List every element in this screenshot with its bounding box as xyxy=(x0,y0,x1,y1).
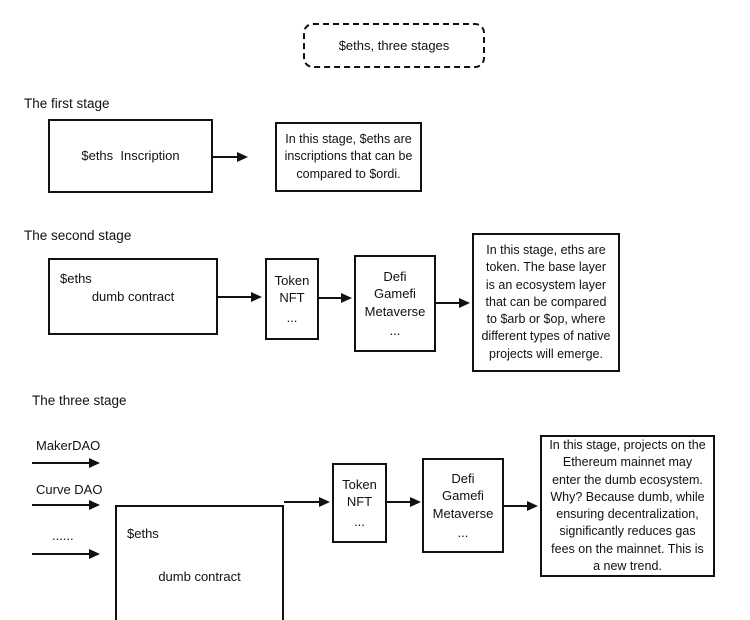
stage3-defi-ellipsis: ... xyxy=(457,524,469,540)
stage2-defi-box: Defi Gamefi Metaverse ... xyxy=(354,255,436,352)
stage2-arrow2-icon xyxy=(319,297,341,299)
stage2-description-box: In this stage, eths are token. The base … xyxy=(472,233,620,372)
stage1-description: In this stage, $eths are inscriptions th… xyxy=(284,132,413,181)
stage3-token-line2: NFT xyxy=(346,494,373,510)
stage3-arrow2-icon xyxy=(387,501,410,503)
stage3-defi-line1: Defi xyxy=(451,471,475,487)
stage3-heading: The three stage xyxy=(32,393,127,408)
stage3-main-box-label: dumb contract xyxy=(158,569,241,585)
stage3-input-curvedao: Curve DAO xyxy=(36,482,103,497)
stage2-defi-line1: Defi xyxy=(383,269,407,285)
stage2-defi-ellipsis: ... xyxy=(389,322,401,338)
stage1-main-box-label: $eths Inscription xyxy=(81,148,180,164)
stage1-description-box: In this stage, $eths are inscriptions th… xyxy=(275,122,422,192)
stage3-arrow1-icon xyxy=(284,501,319,503)
stage3-token-box-label: Token NFT ... xyxy=(342,476,377,529)
stage3-input-arrow3-icon xyxy=(32,553,89,555)
stage3-arrow3-icon xyxy=(504,505,527,507)
diagram-title: $eths, three stages xyxy=(338,37,450,53)
stage3-input-arrow2-icon xyxy=(32,504,89,506)
stage2-arrow1-icon xyxy=(218,296,251,298)
stage2-arrow3-icon xyxy=(436,302,459,304)
stage3-input-makerdao: MakerDAO xyxy=(36,438,101,453)
stage3-defi-box: Defi Gamefi Metaverse ... xyxy=(422,458,504,553)
stage3-token-box: Token NFT ... xyxy=(332,463,387,543)
stage2-token-line1: Token xyxy=(274,273,310,289)
stage3-token-ellipsis: ... xyxy=(354,513,365,529)
stage3-defi-line3: Metaverse xyxy=(432,505,494,521)
stage2-defi-line2: Gamefi xyxy=(374,286,416,302)
stage3-defi-line2: Gamefi xyxy=(442,488,484,504)
stage2-defi-box-label: Defi Gamefi Metaverse ... xyxy=(365,268,426,339)
stage3-token-line1: Token xyxy=(342,477,377,493)
stage2-description: In this stage, eths are token. The base … xyxy=(481,243,611,361)
stage3-defi-box-label: Defi Gamefi Metaverse ... xyxy=(433,470,494,541)
stage3-main-box: $eths dumb contract xyxy=(115,505,284,620)
stage2-token-line2: NFT xyxy=(279,290,305,306)
stage3-description: In this stage, projects on the Ethereum … xyxy=(549,438,706,573)
stage1-heading: The first stage xyxy=(24,96,110,111)
stage3-description-box: In this stage, projects on the Ethereum … xyxy=(540,435,715,577)
stage1-main-box: $eths Inscription xyxy=(48,119,213,193)
stage2-defi-line3: Metaverse xyxy=(364,303,426,319)
stage2-main-box-tag: $eths xyxy=(60,271,92,286)
stage3-input-more: ...... xyxy=(52,528,74,543)
stage2-token-box-label: Token NFT ... xyxy=(275,272,310,325)
stage3-main-box-tag: $eths xyxy=(127,526,159,541)
stage2-main-box: $eths dumb contract xyxy=(48,258,218,335)
stage1-arrow-icon xyxy=(213,156,237,158)
stage2-token-ellipsis: ... xyxy=(286,309,298,325)
stage3-input-arrow1-icon xyxy=(32,462,89,464)
stage2-token-box: Token NFT ... xyxy=(265,258,319,340)
stage2-main-box-label: dumb contract xyxy=(91,288,175,304)
title-box: $eths, three stages xyxy=(303,23,485,68)
stage2-heading: The second stage xyxy=(24,228,132,243)
